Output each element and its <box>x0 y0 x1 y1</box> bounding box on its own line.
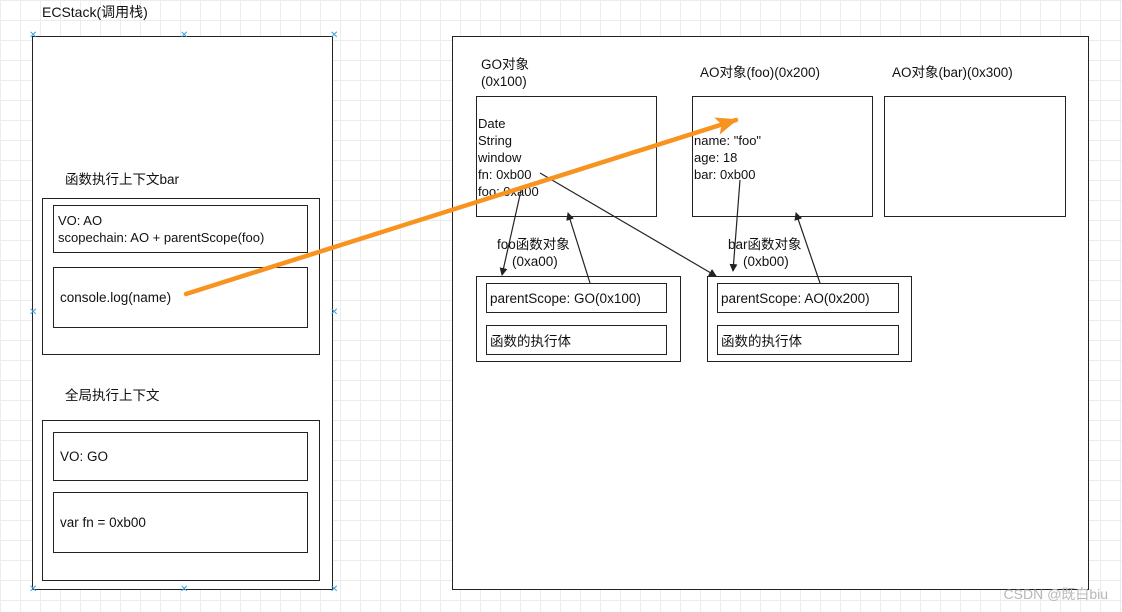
bar-context-title: 函数执行上下文bar <box>65 172 180 187</box>
bar-func-body-cell[interactable]: 函数的执行体 <box>717 325 899 355</box>
foo-func-body-cell[interactable]: 函数的执行体 <box>486 325 667 355</box>
foo-func-label-line1: foo函数对象 <box>497 237 570 252</box>
bar-vo-line2: scopechain: AO + parentScope(foo) <box>58 230 265 245</box>
ao-foo-box[interactable]: name: "foo" age: 18 bar: 0xb00 <box>692 96 873 217</box>
bar-vo-line1: VO: AO <box>58 213 103 228</box>
go-prop-string: String <box>478 133 512 148</box>
resize-handle-icon[interactable]: ✕ <box>330 30 339 41</box>
go-prop-date: Date <box>478 116 506 131</box>
ao-bar-title: AO对象(bar)(0x300) <box>892 65 1013 80</box>
global-code-text: var fn = 0xb00 <box>60 515 146 530</box>
global-vo-cell[interactable]: VO: GO <box>53 432 308 481</box>
bar-code-text: console.log(name) <box>60 290 172 305</box>
resize-handle-icon[interactable]: ✕ <box>180 30 189 41</box>
bar-func-label-line2: (0xb00) <box>743 254 789 269</box>
global-code-cell[interactable]: var fn = 0xb00 <box>53 492 308 553</box>
go-title-line2: (0x100) <box>481 74 527 89</box>
ao-foo-prop-bar: bar: 0xb00 <box>694 167 756 182</box>
arrow-aofoo-to-bar-func <box>729 179 741 272</box>
go-prop-fn: fn: 0xb00 <box>478 167 532 182</box>
ao-foo-title: AO对象(foo)(0x200) <box>700 65 821 80</box>
ao-foo-prop-age: age: 18 <box>694 150 738 165</box>
arrow-foo-scope-to-go <box>566 212 591 284</box>
foo-func-scope-cell[interactable]: parentScope: GO(0x100) <box>486 283 667 313</box>
go-prop-window: window <box>478 150 522 165</box>
bar-func-body-text: 函数的执行体 <box>721 334 802 349</box>
bar-context-vo-cell[interactable]: VO: AO scopechain: AO + parentScope(foo) <box>53 205 308 253</box>
watermark: CSDN @既白biu <box>1003 586 1108 602</box>
arrow-bar-scope-to-aofoo <box>794 212 821 284</box>
resize-handle-icon[interactable]: ✕ <box>29 30 38 41</box>
arrow-go-to-bar-func <box>539 172 717 277</box>
bar-func-label-line1: bar函数对象 <box>728 237 802 252</box>
arrow-go-to-foo-func <box>499 185 523 276</box>
resize-handle-icon[interactable]: ✕ <box>330 307 339 318</box>
bar-context-code-cell[interactable]: console.log(name) <box>53 267 308 328</box>
bar-func-scope-text: parentScope: AO(0x200) <box>721 290 870 306</box>
resize-handle-icon[interactable]: ✕ <box>29 307 38 318</box>
go-title-line1: GO对象 <box>481 57 530 72</box>
global-context-title: 全局执行上下文 <box>65 388 160 403</box>
ao-foo-prop-name: name: "foo" <box>694 133 762 148</box>
foo-func-label-line2: (0xa00) <box>512 254 558 269</box>
global-vo-text: VO: GO <box>60 449 109 464</box>
resize-handle-icon[interactable]: ✕ <box>180 584 189 595</box>
resize-handle-icon[interactable]: ✕ <box>29 584 38 595</box>
highlight-arrow <box>183 117 739 297</box>
bar-func-scope-cell[interactable]: parentScope: AO(0x200) <box>717 283 899 313</box>
ao-bar-box[interactable] <box>884 96 1066 217</box>
resize-handle-icon[interactable]: ✕ <box>330 584 339 595</box>
foo-func-body-text: 函数的执行体 <box>490 334 571 349</box>
foo-func-scope-text: parentScope: GO(0x100) <box>490 290 641 306</box>
ecstack-title: ECStack(调用栈) <box>42 4 148 20</box>
